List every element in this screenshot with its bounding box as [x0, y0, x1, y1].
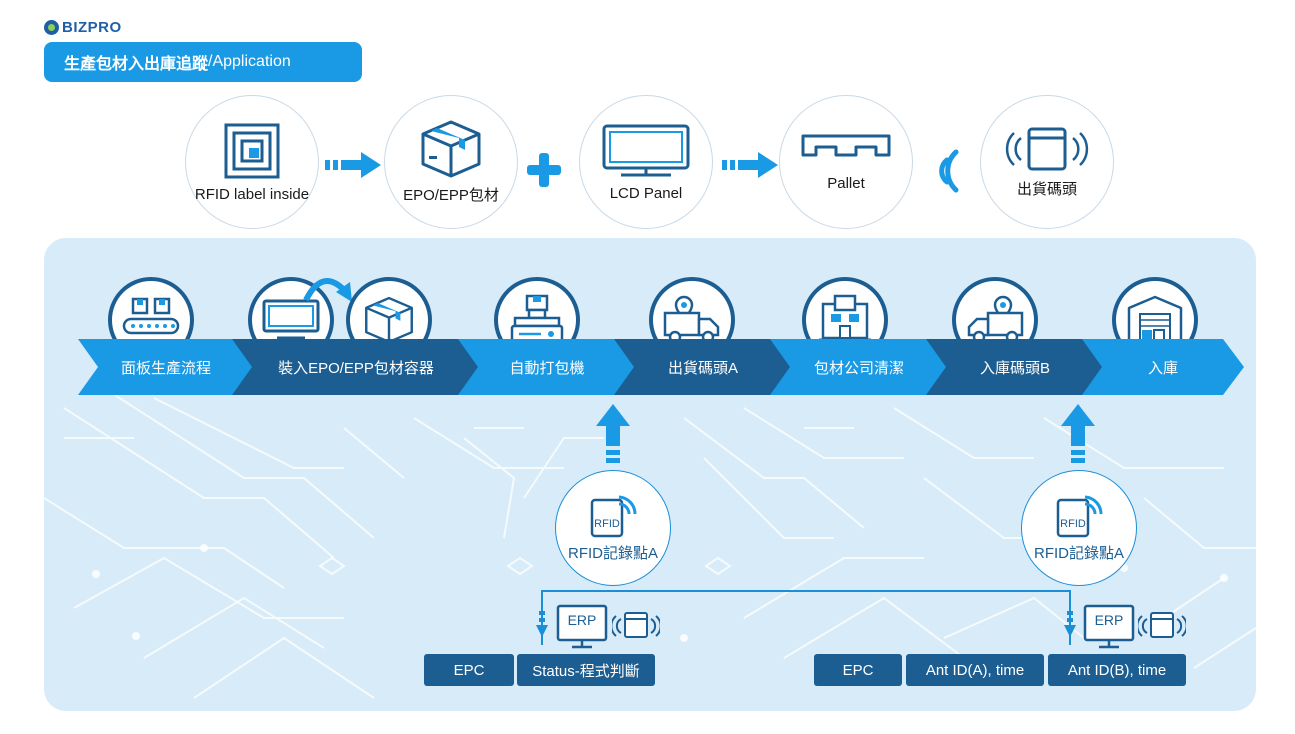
box-icon — [365, 296, 413, 344]
step-label: 面板生產流程 — [120, 359, 211, 377]
top-label-pallet: Pallet — [827, 174, 865, 192]
box-icon — [421, 120, 481, 177]
rfid-reader-icon — [1056, 495, 1103, 537]
data-tag-status: Status-程式判斷 — [517, 654, 655, 686]
plus-icon — [527, 153, 561, 187]
circuit-background — [44, 387, 1256, 699]
top-circle-lcd: LCD Panel — [579, 95, 713, 229]
rfid-point-b: RFID RFID記錄點A — [1021, 470, 1137, 586]
curved-arrow-icon — [303, 278, 352, 302]
truck-icon — [967, 295, 1024, 344]
data-tag-ant-b: Ant ID(B), time — [1048, 654, 1186, 686]
erp-monitor-left: ERP — [556, 604, 608, 650]
top-label-lcd: LCD Panel — [609, 184, 683, 202]
rfid-label-icon — [224, 123, 280, 178]
monitor-icon — [1083, 604, 1135, 649]
erp-monitor-right: ERP — [1083, 604, 1135, 650]
top-label-rfid: RFID label inside — [194, 185, 310, 203]
rfid-point-a: RFID RFID記錄點A — [555, 470, 671, 586]
data-tag-epc-right: EPC — [814, 654, 902, 686]
top-label-dock: 出貨碼頭 — [1016, 180, 1077, 198]
conveyor-icon — [122, 297, 180, 335]
wireless-signal-icon — [939, 149, 959, 193]
warehouse-icon — [1127, 295, 1183, 344]
reader-icon — [612, 612, 660, 638]
step-label: 入庫碼頭B — [979, 359, 1050, 377]
process-step-dock-a: 出貨碼頭A — [614, 339, 792, 395]
arrow-up-icon — [596, 404, 630, 463]
arrow-right-icon — [325, 152, 381, 178]
top-label-epo: EPO/EPP包材 — [403, 186, 499, 204]
erp-label: ERP — [1094, 612, 1124, 628]
reader-icon — [1005, 127, 1089, 170]
process-step-auto-packer: 自動打包機 — [458, 339, 636, 395]
step-label: 自動打包機 — [509, 359, 585, 377]
top-circle-epo-box: EPO/EPP包材 — [384, 95, 518, 229]
title-main: 生產包材入出庫追蹤 — [64, 56, 209, 73]
top-circle-dock: 出貨碼頭 — [980, 95, 1114, 229]
step-label: 入庫 — [1147, 359, 1178, 377]
truck-icon — [663, 295, 720, 344]
process-step-production: 面板生產流程 — [78, 339, 254, 395]
rfid-tag-text: RFID — [1060, 517, 1086, 530]
monitor-icon — [602, 124, 690, 176]
step-label: 包材公司清潔 — [813, 359, 904, 377]
page-title: 生產包材入出庫追蹤 /Application — [44, 42, 362, 82]
logo-mark-icon — [44, 19, 59, 35]
step-label: 裝入EPO/EPP包材容器 — [278, 359, 434, 377]
arrow-right-icon — [722, 152, 778, 178]
connector-lines — [536, 590, 1076, 645]
arrow-up-icon — [1061, 404, 1095, 463]
top-circle-rfid-label: RFID label inside — [185, 95, 319, 229]
data-tag-ant-a: Ant ID(A), time — [906, 654, 1044, 686]
process-step-warehouse: 入庫 — [1082, 339, 1244, 395]
process-step-packing-container: 裝入EPO/EPP包材容器 — [232, 339, 480, 395]
erp-label: ERP — [567, 612, 597, 628]
logo-text: BIZPRO — [62, 18, 122, 36]
data-tag-epc-left: EPC — [424, 654, 514, 686]
monitor-icon — [262, 299, 320, 340]
rfid-tag-text: RFID — [594, 517, 620, 530]
building-icon — [819, 294, 871, 342]
title-sub: /Application — [208, 53, 291, 70]
process-step-cleaning: 包材公司清潔 — [770, 339, 948, 395]
packing-machine-icon — [510, 294, 564, 344]
step-label: 出貨碼頭A — [667, 359, 738, 377]
rfid-point-label: RFID記錄點A — [1033, 544, 1124, 562]
reader-icon — [1138, 612, 1186, 638]
rfid-point-label: RFID記錄點A — [567, 544, 658, 562]
rfid-reader-icon — [590, 495, 637, 537]
brand-logo: BIZPRO — [44, 18, 122, 36]
pallet-icon — [801, 134, 891, 156]
top-circle-pallet: Pallet — [779, 95, 913, 229]
monitor-icon — [556, 604, 608, 649]
process-step-dock-b: 入庫碼頭B — [926, 339, 1104, 395]
